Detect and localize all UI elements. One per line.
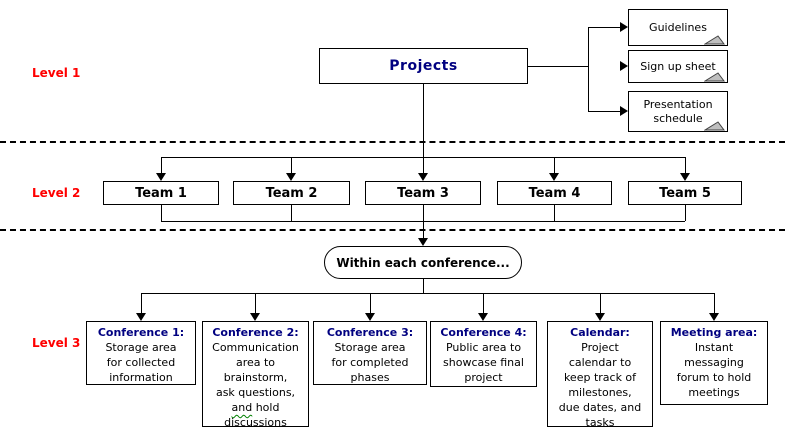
connector-line (714, 293, 715, 313)
team-3-box: Team 3 (365, 181, 481, 205)
team-1-box: Team 1 (103, 181, 219, 205)
arrowhead-icon (418, 238, 428, 246)
team-4-box: Team 4 (497, 181, 612, 205)
connector-line (554, 157, 555, 173)
conference-3-description: Storage area for completed phases (331, 341, 409, 384)
team-2-box: Team 2 (233, 181, 350, 205)
projects-box: Projects (319, 48, 528, 84)
note-guidelines-label: Guidelines (649, 20, 707, 34)
connector-line (685, 157, 686, 173)
conference-2-title: Conference 2: (212, 326, 299, 339)
level-1-label: Level 1 (32, 66, 81, 80)
connector-line (423, 157, 424, 173)
team-4-label: Team 4 (528, 185, 581, 201)
folded-corner-icon (704, 35, 725, 45)
connector-line (423, 84, 424, 157)
connector-line (141, 293, 142, 313)
note-presentation-schedule-label: Presentation schedule (643, 97, 713, 125)
meeting-area-description: Instant messaging forum to hold meetings (676, 341, 752, 399)
conference-2-box: Conference 2: Communication area to brai… (202, 321, 309, 429)
connector-line (141, 293, 714, 294)
calendar-description: Project calendar to keep track of milest… (558, 341, 642, 429)
conference-1-description: Storage area for collected information (105, 341, 177, 384)
arrowhead-icon (620, 106, 628, 116)
team-2-label: Team 2 (265, 185, 318, 201)
note-sign-up-sheet: Sign up sheet (628, 50, 728, 83)
calendar-title: Calendar: (570, 326, 630, 339)
connector-line (161, 157, 162, 173)
meeting-area-title: Meeting area: (670, 326, 758, 339)
connector-line (483, 293, 484, 313)
arrowhead-icon (549, 173, 559, 181)
conference-2-description-mid: and hold (203, 400, 308, 415)
conference-4-box: Conference 4: Public area to showcase fi… (430, 321, 537, 387)
arrowhead-icon (286, 173, 296, 181)
arrowhead-icon (620, 61, 628, 71)
within-each-conference-label: Within each conference... (336, 255, 510, 270)
connector-line (588, 27, 589, 111)
conference-1-title: Conference 1: (97, 326, 185, 339)
team-5-box: Team 5 (628, 181, 742, 205)
connector-line (600, 293, 601, 313)
connector-line (370, 293, 371, 313)
conference-2-description-top: Communication area to brainstorm, ask qu… (212, 341, 299, 399)
connector-line (423, 279, 424, 293)
connector-line (528, 66, 588, 67)
arrowhead-icon (365, 313, 375, 321)
note-guidelines: Guidelines (628, 9, 728, 46)
arrowhead-icon (156, 173, 166, 181)
connector-line (685, 205, 686, 221)
arrowhead-icon (620, 22, 628, 32)
level-separator-1 (0, 141, 785, 143)
conference-4-description: Public area to showcase final project (443, 341, 524, 384)
arrowhead-icon (418, 173, 428, 181)
level-2-label: Level 2 (32, 186, 81, 200)
conference-2-description-mid-rest: hold (252, 401, 280, 414)
meeting-area-box: Meeting area: Instant messaging forum to… (660, 321, 768, 405)
arrowhead-icon (595, 313, 605, 321)
projects-label: Projects (389, 58, 458, 74)
arrowhead-icon (136, 313, 146, 321)
note-presentation-schedule: Presentation schedule (628, 91, 728, 132)
connector-line (291, 157, 292, 173)
conference-4-title: Conference 4: (440, 326, 527, 339)
connector-line (554, 205, 555, 221)
connector-line (255, 293, 256, 313)
folded-corner-icon (704, 121, 725, 131)
conference-2-description-bottom: discussions (224, 416, 287, 429)
arrowhead-icon (250, 313, 260, 321)
level-separator-2 (0, 229, 785, 231)
connector-line (423, 205, 424, 221)
level-3-label: Level 3 (32, 336, 81, 350)
connector-line (291, 205, 292, 221)
folded-corner-icon (704, 72, 725, 82)
connector-line (423, 221, 424, 238)
arrowhead-icon (680, 173, 690, 181)
within-each-conference-ellipse: Within each conference... (324, 246, 522, 279)
connector-line (588, 27, 620, 28)
arrowhead-icon (478, 313, 488, 321)
conference-3-title: Conference 3: (326, 326, 414, 339)
team-3-label: Team 3 (397, 185, 449, 201)
conference-1-box: Conference 1: Storage area for collected… (86, 321, 196, 385)
grammar-squiggle-word: and (231, 401, 253, 414)
arrowhead-icon (709, 313, 719, 321)
note-sign-up-sheet-label: Sign up sheet (640, 59, 716, 73)
conference-3-box: Conference 3: Storage area for completed… (313, 321, 427, 385)
connector-line (588, 111, 620, 112)
team-5-label: Team 5 (659, 185, 711, 201)
connector-line (161, 205, 162, 221)
team-1-label: Team 1 (135, 185, 187, 201)
calendar-box: Calendar: Project calendar to keep track… (547, 321, 653, 429)
